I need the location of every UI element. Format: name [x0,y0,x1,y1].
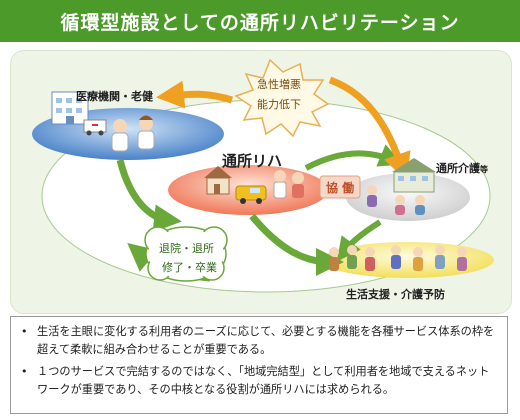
tsusho-kaigo-label: 通所介護等 [436,162,488,175]
green-arrow-reha-to-seikatsu [249,213,344,276]
discharge-label-2: 修了・卒業 [162,261,217,274]
seikatsu-label: 生活支援・介護予防 [346,288,445,301]
discharge-cloud [144,226,228,282]
seikatsu-ellipse [322,242,494,278]
acute-label-2: 能力低下 [257,98,301,111]
care-facility-icon [392,158,436,193]
notes-box: • 生活を主眼に変化する利用者のニーズに応じて、必要とする機能を各種サービス体系… [10,316,508,414]
kyodo-label: 協 働 [326,181,355,195]
hospital-label: 医療機関・老健 [76,90,153,103]
green-arrow-hospital-to-reha [116,159,182,233]
title-bar: 循環型施設としての通所リハビリテーション [0,0,520,42]
acute-burst [234,58,330,138]
house-icon [204,166,232,195]
ambulance-icon [83,119,107,136]
doctor-nurse-icon [111,115,155,152]
orange-arrow-from-kaigo [328,76,411,182]
van-icon [235,185,267,204]
elderly-group-icon [367,185,425,215]
hospital-building-icon [51,91,89,125]
discharge-label-1: 退院・退所 [159,242,214,255]
note-item: • 生活を主眼に変化する利用者のニーズに応じて、必要とする機能を各種サービス体系… [21,325,495,356]
acute-label-1: 急性増悪 [257,78,301,91]
page-title: 循環型施設としての通所リハビリテーション [60,11,460,34]
orange-arrow-to-hospital [156,80,233,109]
community-people-icon [329,245,467,271]
kyodo-badge [319,175,361,199]
green-arrow-kaigo-to-seikatsu [336,219,382,262]
tsusho-reha-label: 通所リハ [222,152,283,170]
staff-figures-icon [273,170,304,199]
note-item: • １つのサービスで完結するのではなく、「地域完結型」として利用者を地域で支える… [21,365,490,396]
tsusho-kaigo-ellipse [346,173,470,221]
